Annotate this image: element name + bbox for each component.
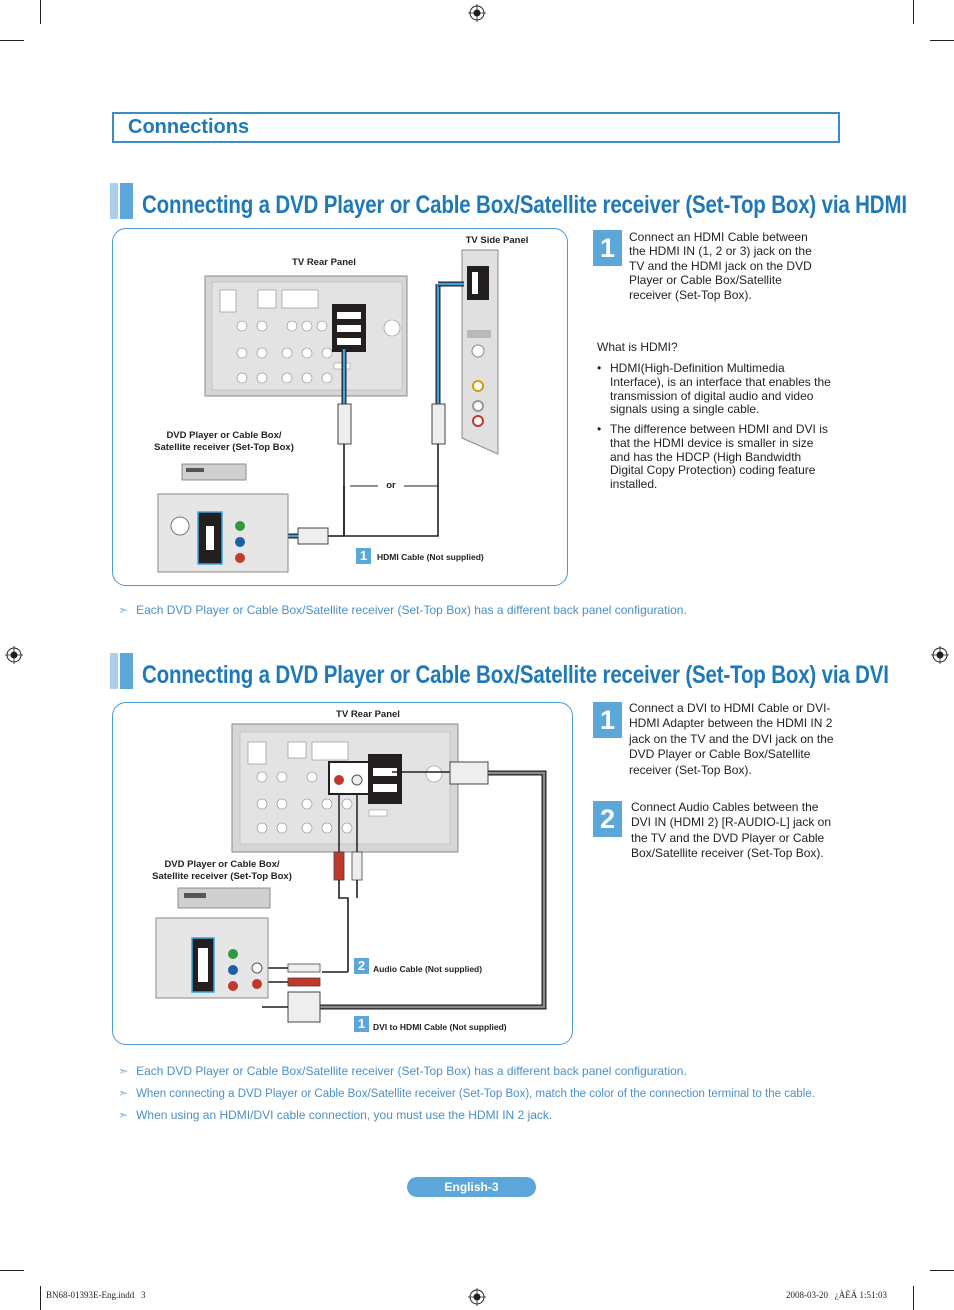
cable-badge: 1	[356, 548, 371, 564]
dvi-cable-label: DVI to HDMI Cable (Not supplied)	[373, 1022, 507, 1032]
step-number: 1	[593, 702, 622, 738]
note-arrow-icon: ➣	[118, 1086, 129, 1100]
step-number: 2	[593, 801, 622, 837]
tv-rear-panel-label: TV Rear Panel	[336, 709, 400, 720]
section-title-hdmi: Connecting a DVD Player or Cable Box/Sat…	[142, 191, 907, 219]
hdmi-cable-label: HDMI Cable (Not supplied)	[377, 552, 484, 562]
registration-mark-icon	[468, 4, 486, 22]
or-label: or	[386, 480, 396, 491]
registration-mark-icon	[5, 646, 23, 664]
print-timestamp: 2008-03-20 ¿ÀÈÄ 1:51:03	[786, 1290, 887, 1300]
step-number: 1	[593, 230, 622, 266]
dvi-cable-badge: 1	[354, 1016, 369, 1032]
note-item: ➣Each DVD Player or Cable Box/Satellite …	[118, 603, 687, 617]
note-arrow-icon: ➣	[118, 1108, 129, 1122]
note-arrow-icon: ➣	[118, 1064, 129, 1078]
step-instruction: Connect an HDMI Cable between the HDMI I…	[629, 230, 812, 302]
print-file-name: BN68-01393E-Eng.indd 3	[46, 1290, 146, 1300]
crop-mark	[0, 40, 24, 41]
crop-mark	[40, 0, 41, 24]
hdmi-info-bullet: • The difference between HDMI and DVI is…	[597, 422, 828, 492]
header-frame	[112, 112, 840, 143]
audio-cable-label: Audio Cable (Not supplied)	[373, 964, 483, 974]
crop-mark	[930, 1270, 954, 1271]
crop-mark	[40, 1286, 41, 1310]
bullet-dot-icon: •	[597, 422, 602, 436]
audio-cable-badge: 2	[354, 958, 369, 974]
section-marker	[110, 653, 118, 689]
bullet-dot-icon: •	[597, 361, 602, 375]
page-title: Connections	[128, 116, 250, 138]
registration-mark-icon	[468, 1288, 486, 1306]
dvi-connection-diagram	[155, 723, 547, 1023]
hdmi-info-bullet: • HDMI(High-Definition Multimedia Interf…	[597, 361, 831, 417]
crop-mark	[0, 1270, 24, 1271]
section-marker	[110, 183, 118, 219]
tv-rear-panel-label: TV Rear Panel	[292, 257, 356, 268]
dvd-player-label: DVD Player or Cable Box/ Satellite recei…	[154, 430, 294, 453]
note-item: ➣When using an HDMI/DVI cable connection…	[118, 1108, 553, 1122]
hdmi-connection-diagram	[157, 249, 499, 573]
note-item: ➣When connecting a DVD Player or Cable B…	[118, 1086, 815, 1100]
hdmi-info-heading: What is HDMI?	[597, 340, 678, 354]
section-title-dvi: Connecting a DVD Player or Cable Box/Sat…	[142, 661, 889, 689]
dvd-player-label: DVD Player or Cable Box/ Satellite recei…	[152, 859, 292, 882]
crop-mark	[913, 0, 914, 24]
registration-mark-icon	[931, 646, 949, 664]
section-marker	[120, 653, 133, 689]
note-item: ➣Each DVD Player or Cable Box/Satellite …	[118, 1064, 687, 1078]
page-number-badge: English-3	[407, 1177, 536, 1197]
tv-side-panel-label: TV Side Panel	[465, 235, 529, 246]
section-marker	[120, 183, 133, 219]
step-instruction: Connect Audio Cables between the DVI IN …	[631, 800, 832, 861]
crop-mark	[913, 1286, 914, 1310]
crop-mark	[930, 40, 954, 41]
note-arrow-icon: ➣	[118, 603, 129, 617]
tv-hdmi-ports	[368, 754, 402, 804]
step-instruction: Connect a DVI to HDMI Cable or DVI-HDMI …	[629, 701, 834, 777]
